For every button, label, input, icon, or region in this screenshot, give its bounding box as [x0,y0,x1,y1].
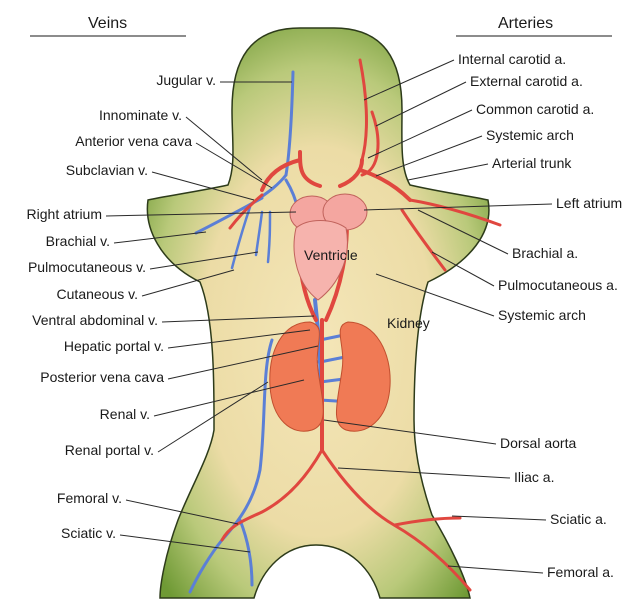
artery-label: Sciatic a. [550,511,607,527]
artery-label: Common carotid a. [476,101,594,117]
vein-label: Renal portal v. [65,442,154,458]
vein-labels: Jugular v. Innominate v. Anterior vena c… [27,72,216,541]
kidney-label: Kidney [387,315,430,331]
artery-label: Systemic arch [486,127,574,143]
artery-leaders [323,59,553,574]
artery-label: Pulmocutaneous a. [498,277,618,293]
vein-label: Brachial v. [46,233,110,249]
vein-label: Pulmocutaneous v. [28,259,146,275]
ventricle-shape [293,220,348,301]
artery-label: Arterial trunk [492,155,572,171]
vein-label: Femoral v. [57,490,122,506]
vein-leaders [105,81,319,553]
artery-label: Internal carotid a. [458,51,566,67]
vein-label: Sciatic v. [61,525,116,541]
vein-label: Posterior vena cava [40,369,164,385]
arteries-header: Arteries [498,15,553,32]
artery-labels: Internal carotid a. External carotid a. … [458,51,622,580]
artery-label: Left atrium [556,195,622,211]
veins-header: Veins [88,15,127,32]
right-kidney-shape [335,321,391,432]
heart: Ventricle [289,193,368,301]
vein-label: Right atrium [27,206,102,222]
artery-label: External carotid a. [470,73,583,89]
artery-label: Brachial a. [512,245,578,261]
ventricle-label: Ventricle [304,247,358,263]
vein-label: Subclavian v. [66,162,148,178]
kidneys: Kidney [269,315,430,432]
vein-label: Ventral abdominal v. [32,312,158,328]
vein-label: Renal v. [100,406,150,422]
vein-label: Innominate v. [99,107,182,123]
left-kidney-shape [269,321,324,432]
vein-label: Hepatic portal v. [64,338,164,354]
artery-label: Iliac a. [514,469,554,485]
vein-label: Jugular v. [156,72,216,88]
vein-label: Cutaneous v. [57,286,138,302]
artery-label: Femoral a. [547,564,614,580]
artery-label: Dorsal aorta [500,435,576,451]
vein-label: Anterior vena cava [75,133,192,149]
artery-label: Systemic arch [498,307,586,323]
